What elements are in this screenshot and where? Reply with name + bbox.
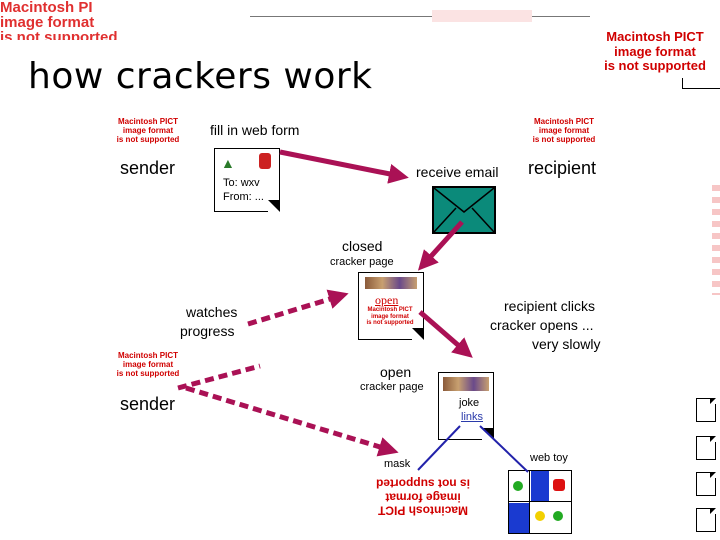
pict-banner-line2: image format xyxy=(0,14,95,31)
side-document-icon-2[interactable] xyxy=(696,436,716,460)
to-field: To: wxv xyxy=(223,177,260,189)
sender-label-bottom: sender xyxy=(120,394,176,414)
yellow-smiley-icon[interactable] xyxy=(535,511,545,521)
top-mini-pict xyxy=(432,10,532,22)
envelope-flap xyxy=(434,188,494,232)
pict-banner-line1: Macintosh PI xyxy=(0,0,93,16)
cracker-page-closed-document: open Macintosh PICT image format is not … xyxy=(358,272,424,340)
open-label: open xyxy=(380,364,412,380)
links-link[interactable]: links xyxy=(461,411,484,423)
arrow-cracker-to-open xyxy=(418,310,473,358)
doc-fold xyxy=(482,428,494,440)
pict-placeholder-recipient: Macintosh PICT image format is not suppo… xyxy=(532,117,596,144)
from-field: From: ... xyxy=(223,191,264,203)
arrow-form-to-email xyxy=(279,149,409,184)
arrow-watches-progress xyxy=(247,289,349,327)
corner-bracket-v xyxy=(682,78,683,88)
doc-fold xyxy=(412,328,424,340)
cracker-page-label-1: cracker page xyxy=(330,256,394,268)
watches-label-1: watches xyxy=(186,304,238,320)
fill-form-label: fill in web form xyxy=(210,122,300,138)
top-pict-banner: Macintosh PI image format is not support… xyxy=(0,0,250,40)
cracker-header-image xyxy=(365,277,417,289)
toy-divider-v xyxy=(529,471,530,533)
side-document-icon-4[interactable] xyxy=(696,508,716,532)
web-form-document: ▲ To: wxv From: ... xyxy=(214,148,280,212)
mask-label: mask xyxy=(384,458,411,470)
pict-banner-line3: is not supported xyxy=(0,29,118,40)
toy-cell-blue-bottom xyxy=(509,503,529,533)
cracker-mini-pict: Macintosh PICT image format is not suppo… xyxy=(366,307,414,327)
arrow-sender-to-mask xyxy=(185,385,399,457)
page-title: how crackers work xyxy=(28,56,373,97)
red-octagon-icon[interactable] xyxy=(553,479,565,491)
envelope-icon xyxy=(432,186,496,234)
web-toy-grid xyxy=(508,470,572,534)
cracker-header-image xyxy=(443,377,489,391)
right-edge-fragment xyxy=(712,185,720,295)
side-document-icon-1[interactable] xyxy=(696,398,716,422)
doc-fold xyxy=(268,200,280,212)
closed-label: closed xyxy=(342,238,383,254)
side-document-icon-3[interactable] xyxy=(696,472,716,496)
toy-divider-h xyxy=(509,501,571,502)
corner-bracket xyxy=(682,88,720,89)
recipient-clicks-line1: recipient clicks xyxy=(504,298,596,314)
sender-label-top: sender xyxy=(120,158,176,178)
recipient-clicks-line3: very slowly xyxy=(532,336,601,352)
tree-icon: ▲ xyxy=(221,155,235,171)
web-toy-label: web toy xyxy=(530,452,568,464)
pict-placeholder-top-right: Macintosh PICT image format is not suppo… xyxy=(604,29,706,74)
open-link[interactable]: open xyxy=(375,293,399,307)
cracker-page-label-2: cracker page xyxy=(360,381,424,393)
arrow-sender-to-open xyxy=(177,363,261,391)
toy-cell-blue-top xyxy=(531,471,549,501)
joke-text: joke xyxy=(459,397,480,409)
recipient-clicks-line2: cracker opens ... xyxy=(490,317,594,333)
pict-placeholder-upside-down: Macintosh PICT image format is not suppo… xyxy=(376,476,470,518)
pict-placeholder-sender-bottom: Macintosh PICT image format is not suppo… xyxy=(116,351,180,378)
top-rule-line xyxy=(250,16,590,17)
watches-label-2: progress xyxy=(180,323,235,339)
cracker-page-open-document: joke links xyxy=(438,372,494,440)
recipient-label: recipient xyxy=(528,158,597,178)
green-smiley-icon[interactable] xyxy=(513,481,523,491)
receive-email-label: receive email xyxy=(416,164,499,180)
green-smiley-icon-2[interactable] xyxy=(553,511,563,521)
santa-icon xyxy=(259,153,271,169)
pict-placeholder-sender-top: Macintosh PICT image format is not suppo… xyxy=(116,117,180,144)
